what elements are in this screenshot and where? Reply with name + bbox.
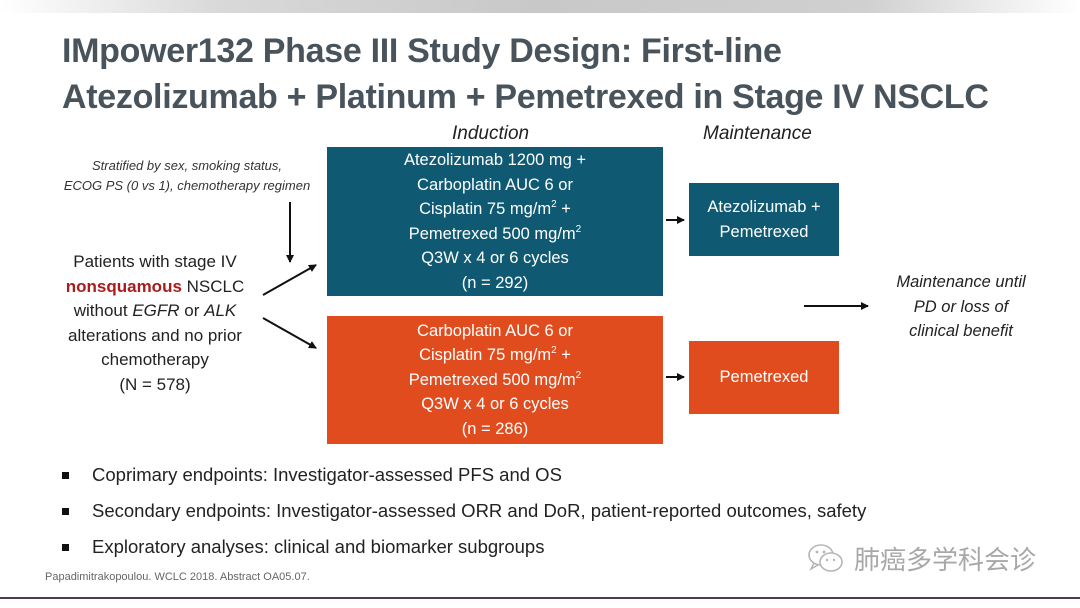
title-line-1: IMpower132 Phase III Study Design: First… (62, 32, 782, 70)
plus-sign: + (556, 200, 571, 218)
population-line-2-rest: NSCLC (181, 276, 245, 296)
population-line-2: nonsquamous NSCLC (40, 275, 270, 300)
arm-a-maintenance-line-2: Pemetrexed (719, 222, 809, 241)
arm-a-induction-box: Atezolizumab 1200 mg + Carboplatin AUC 6… (327, 147, 663, 296)
citation: Papadimitrakopoulou. WCLC 2018. Abstract… (45, 571, 310, 583)
arm-b-maintenance-line-1: Pemetrexed (719, 368, 809, 387)
bullet-square-icon (62, 543, 69, 551)
superscript: 2 (551, 199, 557, 210)
maintenance-note-line-1: Maintenance until (896, 273, 1026, 291)
arm-b-induction-line-2: Cisplatin 75 mg/m2 + (419, 343, 571, 368)
population-line-3: without EGFR or ALK (40, 299, 270, 324)
arm-a-maintenance-line-1: Atezolizumab + (707, 198, 821, 216)
arm-a-induction-line-1: Atezolizumab 1200 mg + (403, 151, 587, 169)
bullet-text: Secondary endpoints: Investigator-assess… (92, 500, 867, 521)
maintenance-until-note: Maintenance until PD or loss of clinical… (876, 270, 1046, 344)
arm-b-induction-line-3: Pemetrexed 500 mg/m2 (409, 368, 581, 393)
arrow-to-arm-a (262, 264, 317, 296)
patient-population: Patients with stage IV nonsquamous NSCLC… (40, 250, 270, 397)
maintenance-note-line-3: clinical benefit (909, 322, 1013, 340)
bullet-text: Coprimary endpoints: Investigator-assess… (92, 464, 562, 485)
arm-a-induction-line-3: Cisplatin 75 mg/m2 + (419, 197, 571, 222)
title-line-2: Atezolizumab + Platinum + Pemetrexed in … (62, 78, 989, 116)
maintenance-heading: Maintenance (703, 123, 812, 144)
bullet-item: Coprimary endpoints: Investigator-assess… (62, 457, 1062, 493)
bullet-square-icon (62, 507, 69, 515)
population-line-1: Patients with stage IV (73, 252, 237, 271)
maintenance-note-line-2: PD or loss of (913, 297, 1009, 316)
arm-a-induction-line-4: Pemetrexed 500 mg/m2 (409, 222, 581, 247)
bullet-item: Secondary endpoints: Investigator-assess… (62, 493, 1062, 529)
arm-a-induction-line-5: Q3W x 4 or 6 cycles (421, 249, 569, 267)
arm-a-maintenance-box: Atezolizumab + Pemetrexed (689, 183, 839, 256)
stratification-line-2: ECOG PS (0 vs 1), chemotherapy regimen (63, 178, 311, 193)
arm-b-n: (n = 286) (461, 419, 529, 438)
population-line-4: alterations and no prior (68, 325, 242, 345)
population-line-3-mid: or (179, 301, 205, 320)
stratification-note: Stratified by sex, smoking status, ECOG … (56, 156, 318, 196)
wechat-icon (808, 543, 843, 572)
arrow-to-arm-b (262, 317, 317, 349)
alk-text: ALK (204, 301, 237, 320)
cisplatin-dose: Cisplatin 75 mg/m (419, 200, 552, 218)
arm-a-induction-line-2: Carboplatin AUC 6 or (417, 175, 573, 194)
slide-title: IMpower132 Phase III Study Design: First… (62, 28, 1062, 120)
stratification-line-1: Stratified by sex, smoking status, (91, 158, 283, 173)
bullet-square-icon (62, 471, 69, 479)
arm-b-induction-line-1: Carboplatin AUC 6 or (417, 321, 573, 340)
bullet-item: Exploratory analyses: clinical and bioma… (62, 529, 1062, 565)
superscript: 2 (575, 369, 582, 381)
pemetrexed-dose: Pemetrexed 500 mg/m (408, 370, 576, 389)
plus-sign: + (556, 346, 571, 365)
population-line-6: (N = 578) (119, 374, 191, 394)
nonsquamous-highlight: nonsquamous (65, 276, 182, 296)
pemetrexed-dose: Pemetrexed 500 mg/m (408, 224, 576, 243)
watermark: 肺癌多学科会诊 (806, 540, 1036, 577)
bullet-text: Exploratory analyses: clinical and bioma… (92, 536, 545, 557)
bottom-divider (0, 597, 1080, 599)
superscript: 2 (575, 223, 582, 235)
superscript: 2 (551, 345, 557, 357)
arm-a-n: (n = 292) (461, 273, 529, 292)
cisplatin-dose: Cisplatin 75 mg/m (419, 346, 552, 365)
population-line-3-pre: without (73, 301, 133, 320)
top-gradient-bar (0, 0, 1080, 13)
watermark-text: 肺癌多学科会诊 (854, 545, 1037, 575)
arm-b-maintenance-box: Pemetrexed (689, 341, 839, 414)
arm-b-induction-line-4: Q3W x 4 or 6 cycles (421, 395, 569, 414)
induction-heading: Induction (452, 123, 530, 144)
egfr-text: EGFR (132, 301, 180, 320)
arm-b-induction-box: Carboplatin AUC 6 or Cisplatin 75 mg/m2 … (327, 316, 663, 444)
endpoint-bullets: Coprimary endpoints: Investigator-assess… (62, 457, 1062, 565)
population-line-5: chemotherapy (101, 350, 209, 369)
